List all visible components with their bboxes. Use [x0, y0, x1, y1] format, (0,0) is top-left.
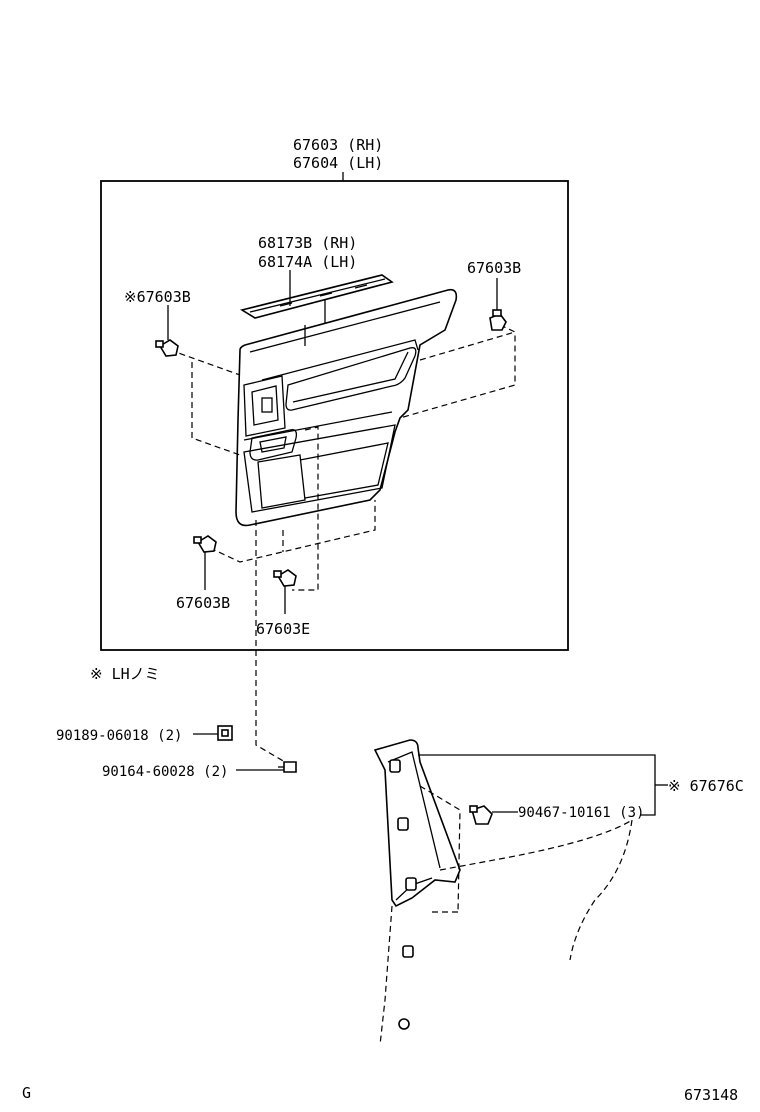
weatherstrip: [239, 274, 394, 319]
assembly-box: [100, 180, 569, 651]
label-weatherstrip-lh: 68174A (LH): [258, 253, 357, 271]
garnish-guide-lines: [379, 785, 633, 1046]
label-clip-top-left: ※67603B: [124, 288, 191, 306]
screw-90164: [236, 761, 297, 773]
pillar-garnish: [373, 739, 461, 908]
label-panel-rh: 67603 (RH): [293, 136, 383, 154]
body-hole-1: [402, 945, 414, 958]
door-trim-panel: [235, 288, 458, 527]
label-clip-top-right: 67603B: [467, 259, 521, 277]
label-part-67676c: ※ 67676C: [668, 777, 744, 795]
label-lh-only: ※ LHノミ: [90, 665, 160, 683]
label-clip-bottom-mid: 67603E: [256, 620, 310, 638]
clip-top-right: [489, 278, 507, 331]
clip-top-left: [155, 305, 179, 357]
clip-90467: [469, 805, 518, 825]
clip-bottom-mid: [273, 569, 297, 614]
body-hole-2: [398, 1018, 410, 1030]
clip-bottom-left: [193, 535, 217, 590]
label-panel-lh: 67604 (LH): [293, 154, 383, 172]
label-part-90189: 90189-06018 (2): [56, 728, 182, 744]
label-part-90467: 90467-10161 (3): [518, 805, 644, 821]
label-weatherstrip-rh: 68173B (RH): [258, 234, 357, 252]
label-clip-bottom-left: 67603B: [176, 594, 230, 612]
guide-lines: [169, 324, 516, 650]
guide-line-down: [255, 650, 286, 763]
nut-90189: [193, 725, 233, 741]
diagram-number: 673148: [684, 1086, 738, 1104]
label-part-90164: 90164-60028 (2): [102, 764, 228, 780]
label-corner-g: G: [22, 1084, 31, 1102]
